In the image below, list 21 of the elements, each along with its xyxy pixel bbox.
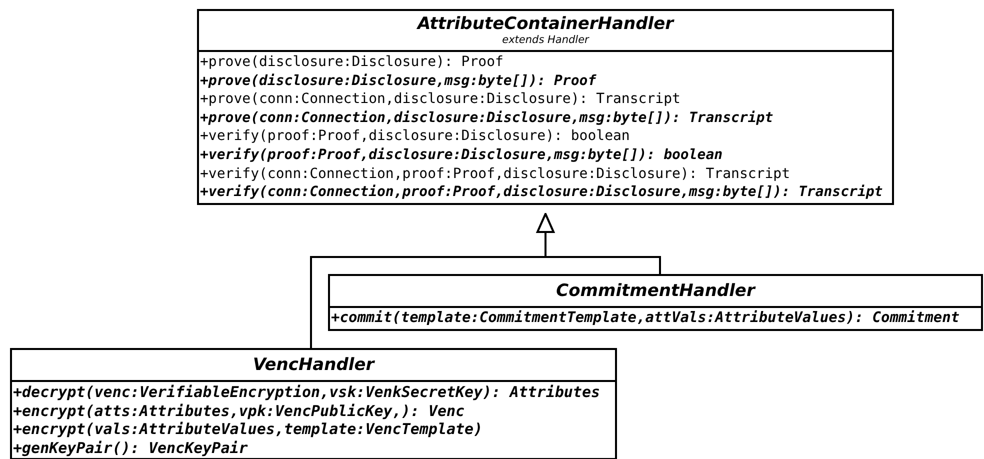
method-signature: +encrypt(vals:AttributeValues,template:VencTemplate) — [13, 420, 483, 438]
class-name: AttributeContainerHandler — [417, 14, 674, 34]
method-signature: +verify(proof:Proof,disclosure:Disclosure): boolean — [200, 127, 630, 146]
class-name: CommitmentHandler — [556, 281, 755, 301]
method-signature: +prove(conn:Connection,disclosure:Disclosure,msg:byte[]): Transcript — [200, 108, 774, 128]
method-signature: +genKeyPair(): VencKeyPair — [13, 438, 248, 457]
class-box — [328, 274, 983, 331]
method-signature: +prove(disclosure:Disclosure): Proof — [200, 53, 504, 72]
method-signature: +verify(conn:Connection,proof:Proof,disclosure:Disclosure,msg:byte[]): Transcript — [200, 183, 883, 202]
class-box — [10, 348, 617, 459]
class-box — [197, 9, 894, 205]
method-signature: +prove(conn:Connection,disclosure:Disclosure): Transcript — [200, 90, 680, 109]
method-signature: +decrypt(venc:VerifiableEncryption,vsk:VenkSecretKey): Attributes — [13, 383, 600, 402]
class-stereotype: extends Handler — [502, 34, 589, 47]
method-signature: +verify(conn:Connection,proof:Proof,disclosure:Disclosure): Transcript — [200, 164, 790, 184]
method-signature: +prove(disclosure:Disclosure,msg:byte[]): Proof — [200, 72, 596, 90]
generalization-arrow — [310, 213, 554, 348]
method-signature: +encrypt(atts:Attributes,vpk:VencPublicKey,): Venc — [13, 402, 465, 420]
method-signature: +commit(template:CommitmentTemplate,attVals:AttributeValues): Commitment — [331, 309, 960, 328]
class-name: VencHandler — [252, 355, 374, 375]
method-signature: +verify(proof:Proof,disclosure:Disclosure,msg:byte[]): boolean — [200, 146, 723, 165]
